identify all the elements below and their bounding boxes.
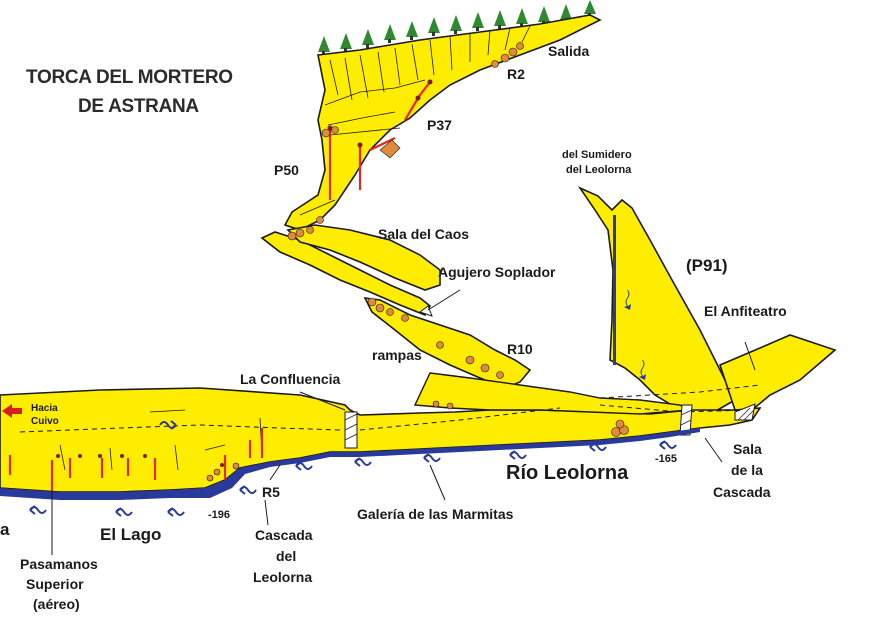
label-edge-fragment: a <box>0 520 10 539</box>
label-r10: R10 <box>507 341 533 357</box>
label-cascada-line2: del <box>276 548 296 564</box>
title-line1: TORCA DEL MORTERO <box>26 67 233 88</box>
label-sala-cascada-line2: de la <box>731 462 763 478</box>
label-salida: Salida <box>548 43 589 59</box>
label-p37: P37 <box>427 117 452 133</box>
label-el-anfiteatro: El Anfiteatro <box>704 303 787 319</box>
label-sumidero-line1: del Sumidero <box>562 149 632 161</box>
label-sala-cascada-line1: Sala <box>733 441 762 457</box>
label-sumidero-line2: del Leolorna <box>566 164 632 176</box>
label-cascada-line3: Leolorna <box>253 569 312 585</box>
hacia-cuivo-arrow-icon <box>2 404 22 418</box>
label-depth-196: -196 <box>208 509 230 521</box>
entrance-shaft <box>283 14 602 231</box>
rock-piles <box>206 42 629 482</box>
hatch-lines <box>344 407 755 441</box>
label-sala-cascada-line3: Cascada <box>713 484 771 500</box>
label-agujero-soplador: Agujero Soplador <box>438 264 556 280</box>
title-line2: DE ASTRANA <box>78 96 199 117</box>
label-la-confluencia: La Confluencia <box>240 371 341 387</box>
river-bed <box>0 428 700 500</box>
label-pasamanos-line2: Superior <box>26 576 84 592</box>
label-hacia-line1: Hacia <box>31 403 58 414</box>
p91-water-cascade <box>613 215 646 380</box>
label-rampas: rampas <box>372 347 422 363</box>
surface-trees <box>318 0 596 55</box>
gallery-dashed-lines <box>19 384 761 433</box>
leader-lines <box>51 289 756 555</box>
label-cascada-line1: Cascada <box>255 527 313 543</box>
label-galeria-marmitas: Galería de las Marmitas <box>357 506 514 522</box>
chaos-upper-ramp <box>286 224 441 291</box>
label-depth-165: -165 <box>655 453 677 465</box>
label-pasamanos-line3: (aéreo) <box>33 596 80 612</box>
flow-arrows <box>29 420 677 517</box>
label-p91: (P91) <box>686 256 728 275</box>
label-sala-del-caos: Sala del Caos <box>378 226 469 242</box>
label-r5: R5 <box>262 484 280 500</box>
entrance-hatching <box>299 25 531 216</box>
rope-anchors <box>56 79 433 467</box>
label-hacia-line2: Cuivo <box>31 416 59 427</box>
label-rio-leolorna: Río Leolorna <box>506 462 629 484</box>
label-r2: R2 <box>507 66 525 82</box>
label-p50: P50 <box>274 162 299 178</box>
anfiteatro <box>719 334 837 411</box>
label-el-lago: El Lago <box>100 525 161 544</box>
label-pasamanos-line1: Pasamanos <box>20 556 98 572</box>
